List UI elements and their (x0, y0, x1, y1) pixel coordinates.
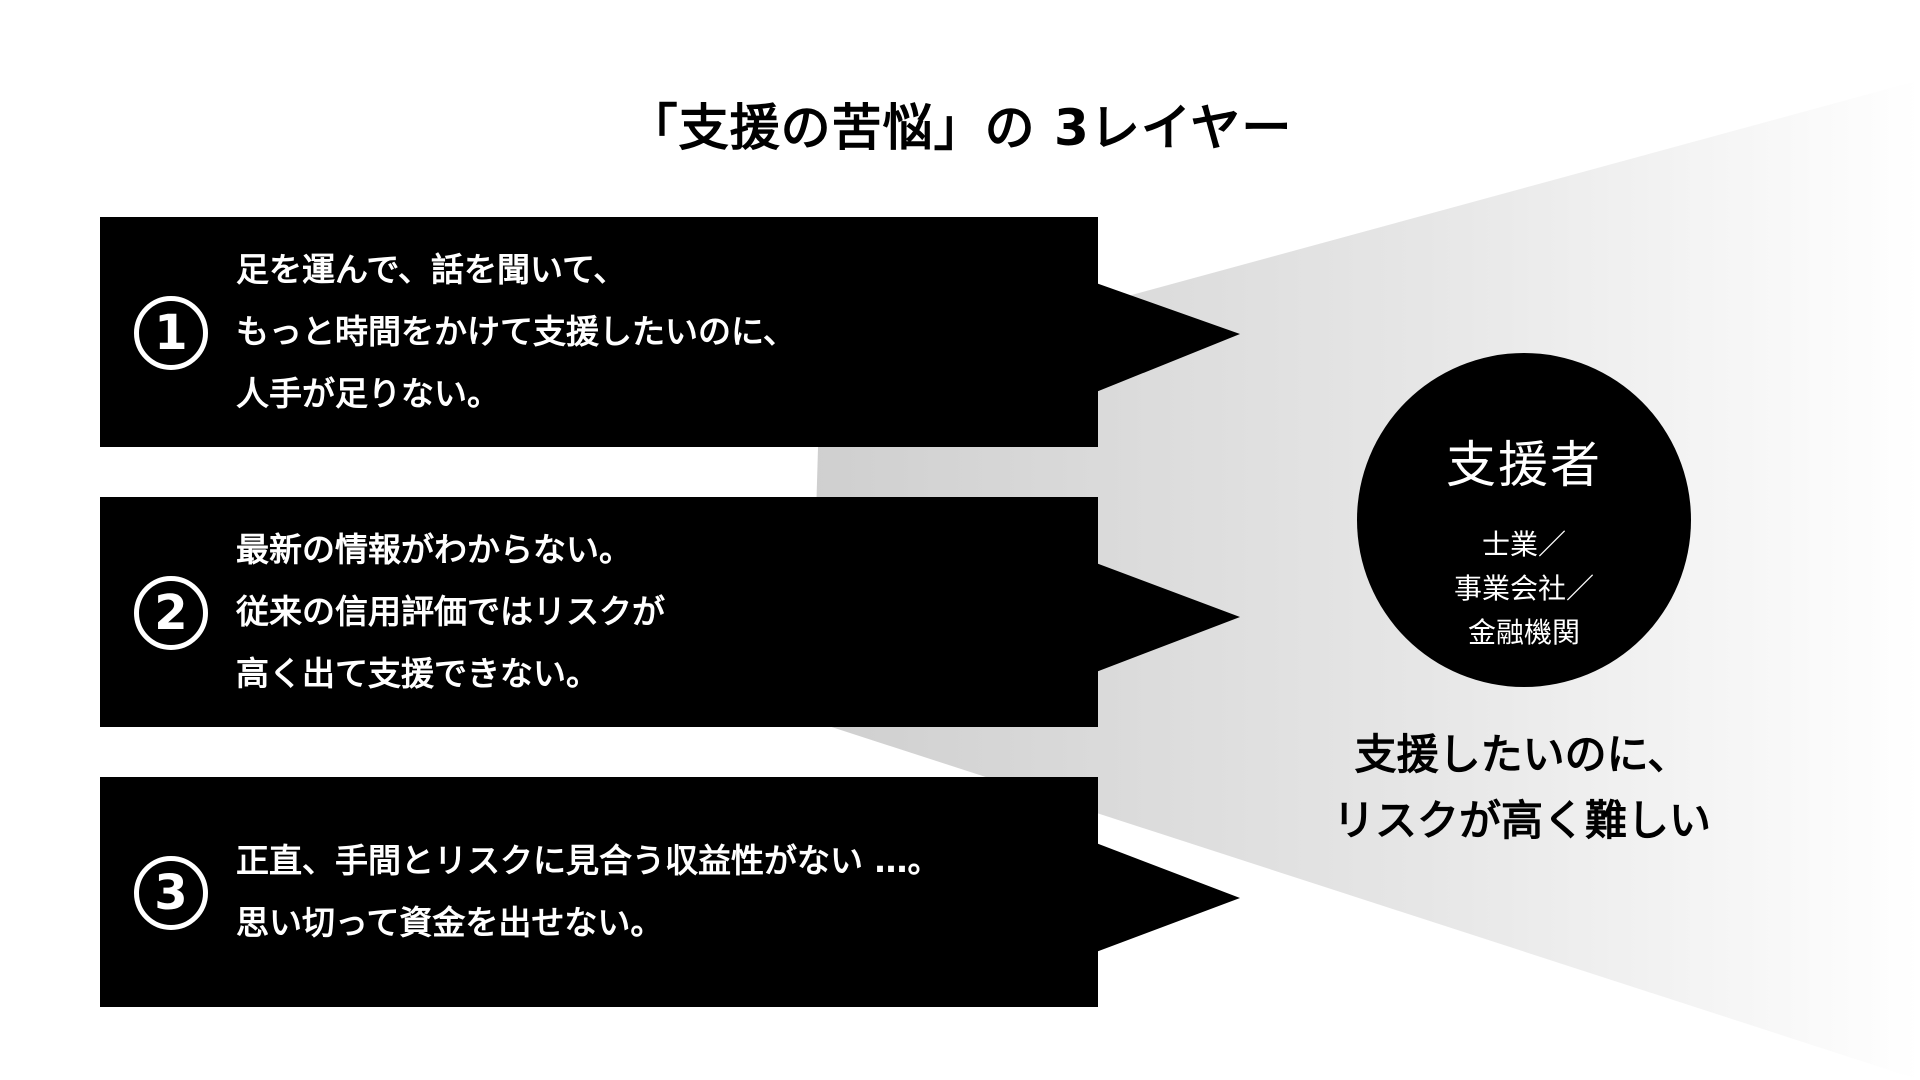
layer-box-2: 2 最新の情報がわからない。 従来の信用評価ではリスクが 高く出て支援できない。 (100, 497, 1098, 727)
conclusion-line-1: 支援したいのに、 (1354, 730, 1690, 779)
layer-box-3: 3 正直、手間とリスクに見合う収益性がない …。 思い切って資金を出せない。 (100, 777, 1098, 1007)
layer-1-line-3: 人手が足りない。 (236, 374, 500, 413)
supporter-type-1: 士業／ (1481, 528, 1566, 561)
supporter-type-2: 事業会社／ (1453, 572, 1594, 605)
circled-number-3: 3 (134, 856, 208, 930)
circled-number-1: 1 (134, 296, 208, 370)
pointer-1 (1096, 283, 1240, 392)
slide-title: 「支援の苦悩」の 3レイヤー (627, 99, 1293, 157)
pointer-3 (1096, 843, 1240, 952)
circled-number-2: 2 (134, 576, 208, 650)
pointer-2 (1096, 563, 1240, 672)
layer-text-2: 最新の情報がわからない。 従来の信用評価ではリスクが 高く出て支援できない。 (236, 497, 1076, 727)
conclusion-text: 支援したいのに、 リスクが高く難しい (1262, 722, 1782, 854)
layer-1-line-2: もっと時間をかけて支援したいのに、 (236, 312, 797, 351)
conclusion-line-2: リスクが高く難しい (1332, 796, 1711, 845)
layer-text-3: 正直、手間とリスクに見合う収益性がない …。 思い切って資金を出せない。 (236, 777, 1076, 1007)
supporter-type-3: 金融機関 (1467, 616, 1580, 649)
supporter-title: 支援者 (1446, 436, 1602, 494)
supporter-circle: 支援者 士業／ 事業会社／ 金融機関 (1357, 353, 1691, 687)
layer-2-line-1: 最新の情報がわからない。 (236, 530, 632, 569)
layer-text-1: 足を運んで、話を聞いて、 もっと時間をかけて支援したいのに、 人手が足りない。 (236, 217, 1076, 447)
layer-2-line-3: 高く出て支援できない。 (236, 654, 599, 693)
supporter-types: 士業／ 事業会社／ 金融機関 (1357, 523, 1691, 655)
layer-box-1: 1 足を運んで、話を聞いて、 もっと時間をかけて支援したいのに、 人手が足りない… (100, 217, 1098, 447)
layer-2-line-2: 従来の信用評価ではリスクが (236, 592, 665, 631)
layer-3-line-1: 正直、手間とリスクに見合う収益性がない …。 (236, 841, 941, 880)
layer-1-line-1: 足を運んで、話を聞いて、 (236, 250, 627, 289)
layer-3-line-2: 思い切って資金を出せない。 (236, 903, 664, 942)
